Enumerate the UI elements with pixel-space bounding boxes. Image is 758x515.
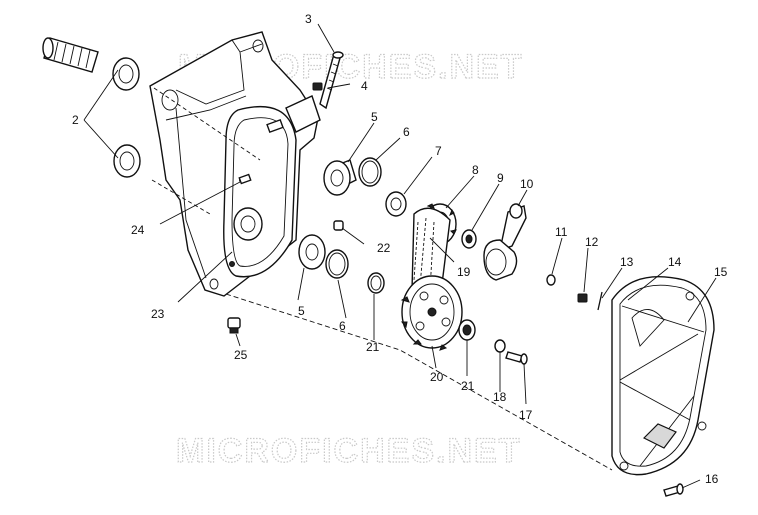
callout-9: 9 (497, 171, 504, 185)
leader-lines (83, 23, 717, 489)
callout-10: 10 (520, 177, 534, 191)
callout-18: 18 (493, 390, 507, 404)
callout-4: 4 (361, 79, 368, 93)
sprocket-lower (400, 275, 463, 351)
washer-upper (461, 229, 477, 249)
callout-21: 21 (366, 340, 380, 354)
callout-25: 25 (234, 348, 248, 362)
bearing-lower (298, 234, 326, 270)
spacer-upper (385, 191, 407, 217)
callout-24: 24 (131, 223, 145, 237)
callout-5b: 5 (298, 304, 305, 318)
callout-labels: 2 3 4 5 6 7 8 9 10 11 12 13 14 15 24 22 … (72, 12, 728, 486)
callout-16: 16 (705, 472, 719, 486)
jam-nut (312, 82, 323, 91)
callout-15: 15 (714, 265, 728, 279)
callout-6b: 6 (339, 319, 346, 333)
callout-5: 5 (371, 110, 378, 124)
callout-14: 14 (668, 255, 682, 269)
callout-13: 13 (620, 255, 634, 269)
cover-bolt (663, 483, 684, 497)
dowel-pin (238, 173, 252, 185)
plug (333, 220, 344, 231)
callout-20: 20 (430, 370, 444, 384)
o-ring-upper (358, 157, 382, 187)
callout-6: 6 (403, 125, 410, 139)
callout-12: 12 (585, 235, 599, 249)
o-ring-lower (325, 249, 349, 279)
drain-plug (227, 317, 241, 334)
callout-3: 3 (305, 12, 312, 26)
cotter-pin (597, 291, 603, 311)
adjuster-bracket (285, 95, 321, 133)
callout-19: 19 (457, 265, 471, 279)
input-shaft (42, 37, 99, 73)
shim-lower (367, 272, 385, 294)
callout-7: 7 (435, 144, 442, 158)
lock-nut (577, 293, 588, 303)
spacer-lower (458, 319, 476, 341)
seal-upper (112, 57, 140, 91)
callout-21b: 21 (461, 379, 475, 393)
callout-11: 11 (555, 225, 568, 239)
callout-17: 17 (519, 408, 533, 422)
callout-2: 2 (72, 113, 79, 127)
adjuster-bolt (319, 51, 344, 110)
chaincase-housing (149, 31, 319, 297)
callout-23: 23 (151, 307, 165, 321)
chaincase-cover (611, 276, 715, 476)
callout-22: 22 (377, 241, 391, 255)
washer-lower (494, 339, 506, 353)
seal-lower (113, 144, 141, 178)
callout-8: 8 (472, 163, 479, 177)
watermark-bottom: MICROFICHES.NET (176, 432, 521, 470)
bearing-upper (323, 159, 357, 196)
tensioner-arm (483, 203, 527, 281)
small-washer (546, 274, 556, 286)
bolt-lower (505, 351, 528, 365)
